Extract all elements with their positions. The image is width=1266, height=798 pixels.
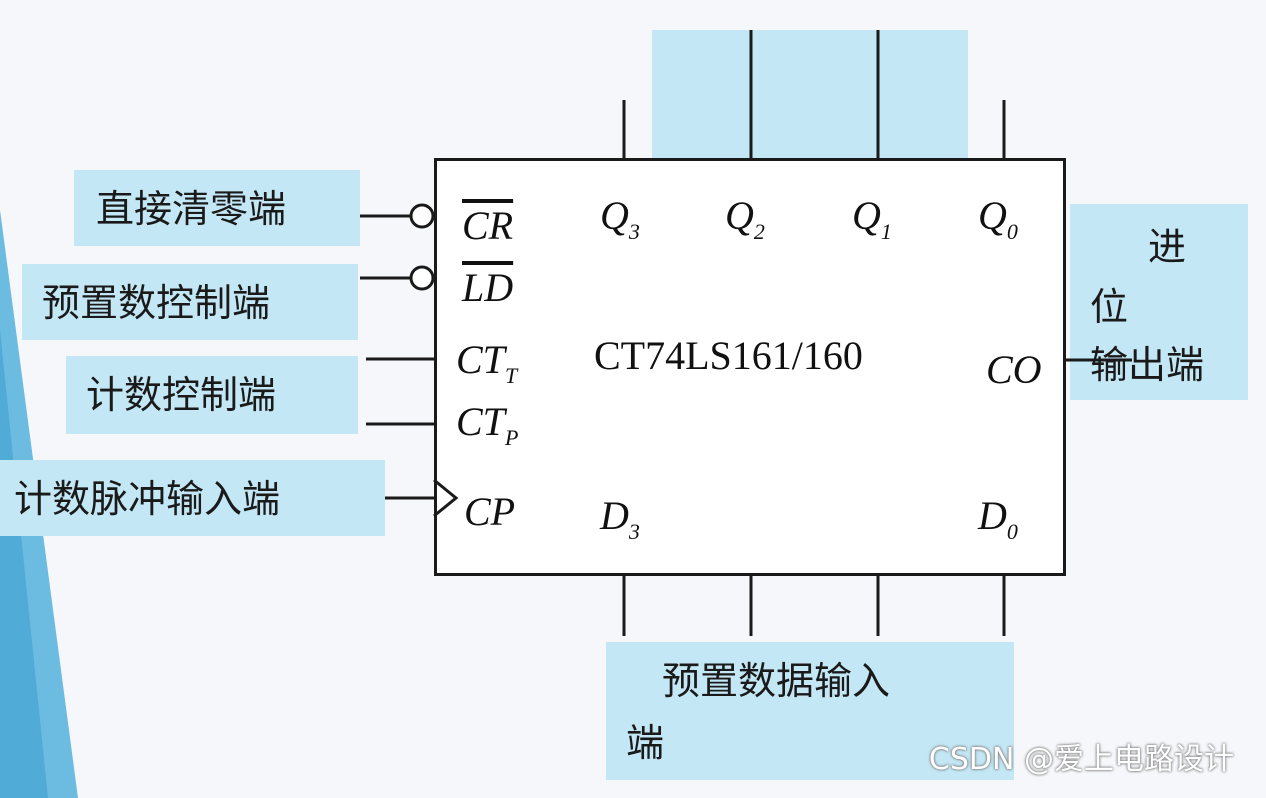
pin-ctp: CTP [456,399,519,450]
carry-label-box [1070,204,1248,400]
label-preset-control: 预置数控制端 [42,281,271,325]
label-data-input-line2: 端 [626,721,665,765]
stripe-shadow [0,330,48,798]
label-carry-line2: 位 [1090,285,1129,329]
pin-d0: D0 [978,493,1018,544]
pin-ctt: CTT [456,337,518,388]
pin-q0: Q0 [978,193,1018,244]
pin-ld: LD [462,265,514,310]
pin-q1: Q1 [852,193,892,244]
cr-inversion-bubble [409,203,435,229]
pin-q2: Q2 [725,193,765,244]
label-clock-input: 计数脉冲输入端 [14,477,281,521]
pin-cr: CR [462,203,514,248]
label-carry-line3: 输出端 [1090,343,1205,387]
label-carry-line1: 进 [1148,225,1187,269]
label-count-control: 计数控制端 [86,373,277,417]
clear-label-box [74,170,360,246]
count-control-label-box [66,356,358,434]
cp-clock-triangle [433,478,459,518]
pin-cp: CP [464,489,516,534]
preset-label-box [22,264,358,340]
pin-q3: Q3 [600,193,640,244]
chip-name: CT74LS161/160 [594,333,863,378]
watermark: CSDN @爱上电路设计 [928,742,1234,777]
ld-inversion-bubble [409,265,435,291]
data-input-label-box [606,642,1014,780]
clock-label-box [0,460,385,536]
q-outputs-highlight [652,30,968,160]
label-data-input-line1: 预置数据输入 [662,659,891,703]
pin-co: CO [986,347,1042,392]
chip-body [434,158,1066,576]
pin-d3: D3 [600,493,640,544]
label-clear: 直接清零端 [96,187,287,231]
